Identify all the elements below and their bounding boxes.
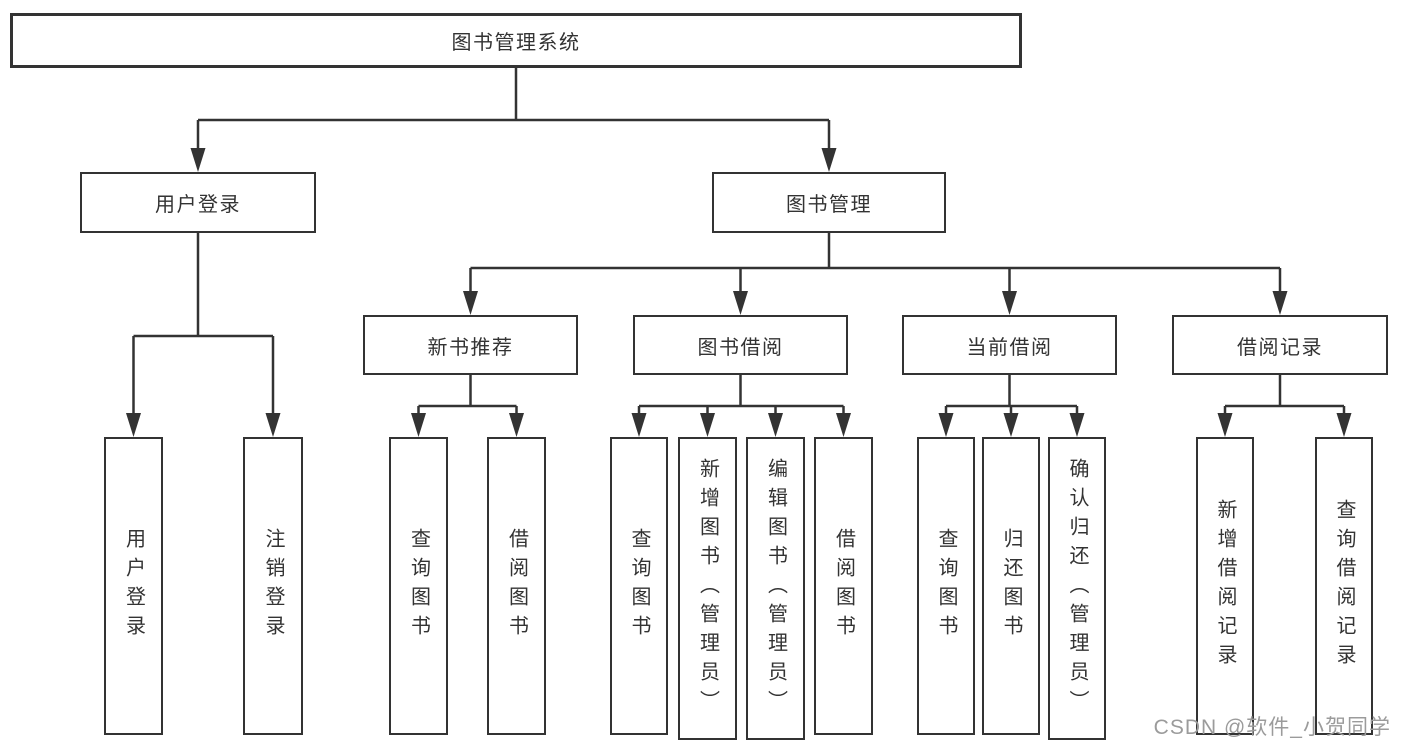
node-leaf-bor-borrow: 借阅图书 — [814, 437, 873, 735]
arrowhead-icon — [411, 413, 426, 437]
node-login: 用户登录 — [80, 172, 316, 233]
arrowhead-icon — [1336, 413, 1352, 437]
node-leaf-recd-query: 查询借阅记录 — [1315, 437, 1373, 735]
node-leaf-user-login: 用户登录 — [104, 437, 163, 735]
node-leaf-logout: 注销登录 — [243, 437, 303, 735]
node-mgmt: 图书管理 — [712, 172, 946, 233]
arrowhead-icon — [631, 413, 647, 437]
node-leaf-recd-add: 新增借阅记录 — [1196, 437, 1254, 735]
node-rec: 新书推荐 — [363, 315, 578, 375]
arrowhead-icon — [1003, 413, 1019, 437]
arrowhead-icon — [1002, 291, 1017, 315]
arrowhead-icon — [265, 413, 281, 437]
node-leaf-cur-confirm: 确认归还（管理员） — [1048, 437, 1106, 740]
arrowhead-icon — [700, 413, 715, 437]
arrowhead-icon — [190, 148, 206, 172]
watermark: CSDN @软件_小贺同学 — [1153, 716, 1391, 739]
arrowhead-icon — [768, 413, 783, 437]
arrowhead-icon — [1272, 291, 1288, 315]
arrowhead-icon — [1217, 413, 1233, 437]
arrowhead-icon — [509, 413, 524, 437]
arrowhead-icon — [463, 291, 478, 315]
node-root: 图书管理系统 — [10, 13, 1022, 68]
node-leaf-cur-query: 查询图书 — [917, 437, 975, 735]
arrowhead-icon — [821, 148, 837, 172]
node-leaf-rec-query: 查询图书 — [389, 437, 448, 735]
node-leaf-bor-add: 新增图书（管理员） — [678, 437, 737, 740]
node-leaf-bor-query: 查询图书 — [610, 437, 668, 735]
node-current: 当前借阅 — [902, 315, 1117, 375]
arrowhead-icon — [733, 291, 748, 315]
node-leaf-cur-return: 归还图书 — [982, 437, 1040, 735]
arrowhead-icon — [836, 413, 851, 437]
node-records: 借阅记录 — [1172, 315, 1388, 375]
node-leaf-bor-edit: 编辑图书（管理员） — [746, 437, 805, 740]
arrowhead-icon — [126, 413, 141, 437]
arrowhead-icon — [1069, 413, 1085, 437]
node-borrow: 图书借阅 — [633, 315, 848, 375]
arrowhead-icon — [938, 413, 954, 437]
node-leaf-rec-borrow: 借阅图书 — [487, 437, 546, 735]
